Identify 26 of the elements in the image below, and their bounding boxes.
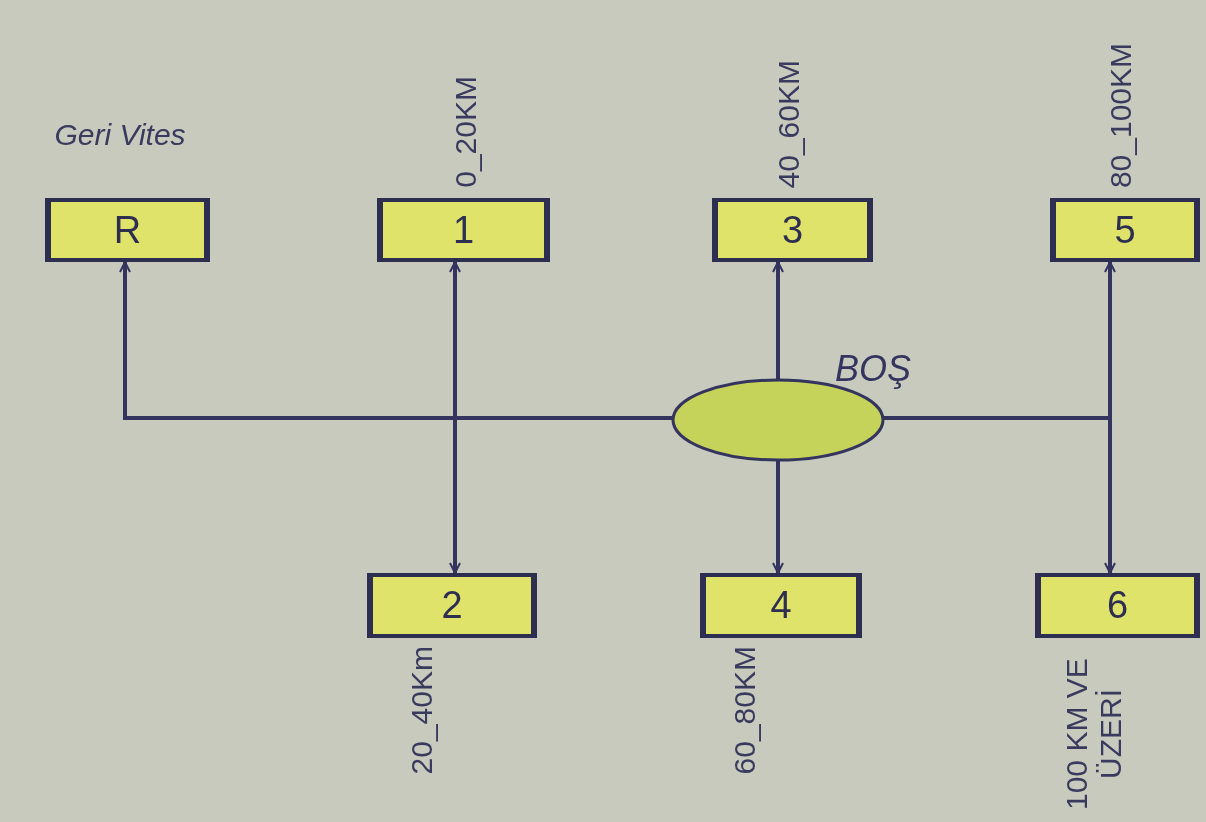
gear-box (1050, 198, 1200, 262)
speed-range-label: 40_60KM (772, 59, 806, 188)
neutral-label: BOŞ (835, 347, 912, 391)
gear-box (1035, 573, 1200, 638)
gear-number: 4 (770, 583, 792, 628)
gear-number: R (113, 207, 142, 253)
speed-range-label: 20_40Km (405, 646, 439, 775)
gear-box (700, 573, 862, 638)
gear-box (45, 198, 210, 262)
gear-number: 5 (1114, 207, 1136, 253)
speed-range-label: 60_80KM (728, 646, 762, 775)
speed-range-label: 0_20KM (449, 76, 483, 188)
gear-box (367, 573, 537, 638)
gear-number: 3 (781, 207, 804, 253)
gear-caption: Geri Vites (53, 118, 187, 152)
speed-range-label: 100 KM VE ÜZERİ (1060, 657, 1128, 812)
gear-number: 2 (441, 583, 463, 628)
gear-box (712, 198, 873, 262)
arrow (772, 460, 784, 574)
gear-number: 6 (1106, 583, 1129, 628)
arrow (883, 416, 1116, 574)
speed-range-label: 80_100KM (1104, 42, 1138, 188)
arrow (449, 416, 673, 574)
arrow (772, 261, 784, 380)
gear-box (377, 198, 550, 262)
gear-number: 1 (452, 207, 475, 253)
